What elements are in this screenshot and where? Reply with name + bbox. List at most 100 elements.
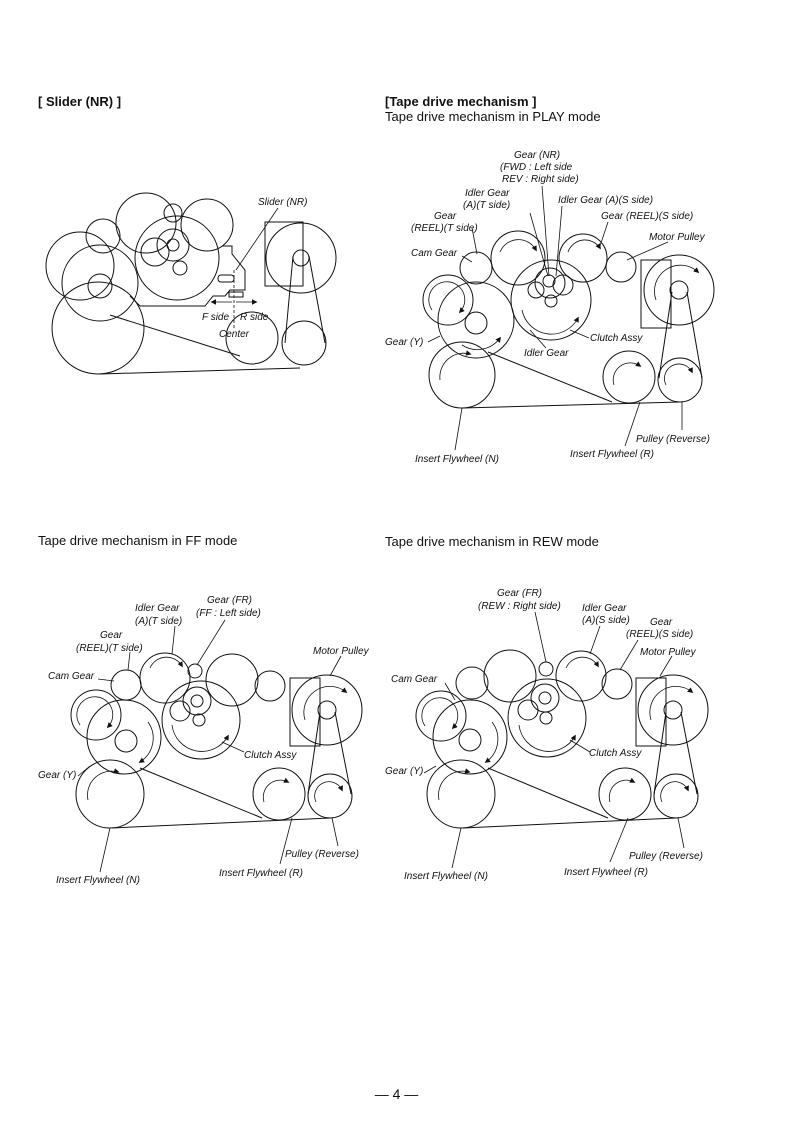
- play-gear-nr-label-3: REV : Right side): [502, 174, 579, 185]
- rew-idler-label-2: (A)(S side): [582, 615, 630, 626]
- ff-belt-left: [307, 711, 321, 795]
- play-reel-t-label-1: Gear: [434, 211, 457, 222]
- rew-cam-gear: [415, 690, 467, 742]
- ff-clutch-assy: [161, 680, 241, 760]
- ff-flywheel-n-leader: [99, 827, 111, 873]
- play-belt-right: [686, 291, 703, 379]
- rew-flywheel-r-leader: [609, 817, 629, 863]
- rew-flywheel-n-arrow: [438, 768, 471, 801]
- play-motor-label: Motor Pulley: [649, 232, 706, 243]
- play-clutch-assy: [510, 259, 592, 341]
- ff-flywheel-r: [252, 767, 306, 821]
- play-flywheel-r-leader: [624, 401, 641, 447]
- rew-flywheel-n: [426, 759, 496, 829]
- ff-clutch-label: Clutch Assy: [244, 750, 297, 761]
- rew-clutch-label: Clutch Assy: [589, 748, 642, 759]
- play-cam-leader: [461, 255, 473, 263]
- ff-flywheel-r-leader: [279, 817, 293, 865]
- r-side-label: R side: [240, 312, 269, 323]
- play-gear-y-leader: [427, 335, 441, 343]
- ff-gear-fr-label-2: (FF : Left side): [196, 608, 261, 619]
- play-cam-gear: [422, 274, 474, 326]
- slider-motor-housing: [264, 221, 304, 287]
- ff-mode-diagram: Gear (FR) (FF : Left side) Idler Gear (A…: [38, 595, 370, 886]
- rew-belt-left: [653, 711, 667, 795]
- play-clutch-pin: [544, 294, 558, 308]
- ff-motor-leader: [329, 655, 342, 677]
- play-motor-hub: [669, 280, 689, 300]
- play-cam-arrow: [428, 281, 466, 314]
- ff-motor-hub: [317, 700, 337, 720]
- ff-clutch-leader: [221, 741, 245, 753]
- rew-motor-leader: [659, 655, 673, 677]
- slider-clutch: [134, 215, 220, 301]
- play-flywheel-r: [602, 350, 656, 404]
- play-gear-nr-label-1: Gear (NR): [514, 150, 560, 161]
- ff-reel-leader: [127, 651, 131, 671]
- rew-clutch-inner: [530, 683, 560, 713]
- play-belt-diag: [487, 351, 613, 403]
- rew-gear-fr-label-2: (REW : Right side): [478, 601, 561, 612]
- rew-gear-y-hub: [458, 728, 482, 752]
- play-reel-s-label: Gear (REEL)(S side): [601, 211, 693, 222]
- rew-belt-right: [680, 711, 698, 795]
- slider-plate: [129, 245, 246, 307]
- play-gear-reel-t: [459, 251, 493, 285]
- play-flywheel-n-arrow: [439, 350, 472, 381]
- rew-reel-leader: [619, 639, 639, 671]
- play-flywheel-n: [428, 341, 496, 409]
- center-label: Center: [219, 329, 250, 340]
- ff-gear-y-hub: [114, 729, 138, 753]
- rew-idler-label-1: Idler Gear: [582, 603, 627, 614]
- ff-mode-caption: Tape drive mechanism in FF mode: [38, 533, 238, 548]
- rew-idler-s-arrow: [565, 656, 599, 669]
- play-idler-small: [527, 281, 545, 299]
- rew-cam-arrow: [421, 697, 459, 730]
- slider-nr-label: Slider (NR): [258, 197, 307, 208]
- play-idler-s: [558, 233, 608, 283]
- ff-flywheel-r-label: Insert Flywheel (R): [219, 868, 303, 879]
- ff-flywheel-n-label: Insert Flywheel (N): [56, 875, 140, 886]
- f-side-label: F side: [202, 312, 229, 323]
- rew-clutch-leader: [569, 739, 591, 753]
- ff-clutch-arrow: [171, 724, 229, 752]
- rew-gear-fr-leader: [534, 611, 547, 663]
- rew-cam-label: Cam Gear: [391, 674, 438, 685]
- slider-pulley-reverse: [281, 320, 327, 366]
- slider-teeth: [228, 291, 244, 298]
- play-cam-label: Cam Gear: [411, 248, 458, 259]
- rew-pulley-rev-label: Pulley (Reverse): [629, 851, 703, 862]
- rew-flywheel-r: [598, 767, 652, 821]
- play-mode-diagram: Gear (NR) (FWD : Left side REV : Right s…: [385, 150, 715, 465]
- ff-idler-leader: [171, 625, 176, 655]
- slider-gear-y-hub: [87, 273, 113, 299]
- play-mode-caption: Tape drive mechanism in PLAY mode: [385, 109, 601, 124]
- page-number: — 4 —: [374, 1086, 419, 1102]
- ff-gear-reel-t: [110, 669, 142, 701]
- ff-reel-label-1: Gear: [100, 630, 123, 641]
- play-gear-reel-s: [605, 251, 637, 283]
- slider-clutch-pin: [172, 260, 188, 276]
- ff-flywheel-n-arrow: [87, 768, 120, 801]
- rew-gear-y-label: Gear (Y): [385, 766, 423, 777]
- play-clutch-leader: [569, 329, 590, 339]
- rew-motor-hub: [663, 700, 683, 720]
- ff-clutch-pin: [192, 713, 206, 727]
- slider-clutch-side: [140, 237, 170, 267]
- play-reel-t-leader: [471, 227, 478, 255]
- rew-gear-y: [432, 699, 508, 775]
- ff-clutch-inner: [182, 686, 212, 716]
- slider-gear-small: [85, 218, 121, 254]
- rew-idler-leader: [589, 625, 601, 655]
- slider-slot: [217, 274, 235, 283]
- play-flywheel-n-label: Insert Flywheel (N): [415, 454, 499, 465]
- rew-gear-fr: [538, 661, 554, 677]
- ff-clutch-hub: [190, 694, 204, 708]
- rew-cam-leader: [444, 682, 456, 701]
- play-reel-s-leader: [599, 221, 609, 247]
- ff-flywheel-r-arrow: [262, 777, 290, 803]
- rew-motor-pulley: [637, 674, 709, 746]
- rew-clutch-hub: [538, 691, 552, 705]
- slider-clutch-inner: [156, 228, 190, 262]
